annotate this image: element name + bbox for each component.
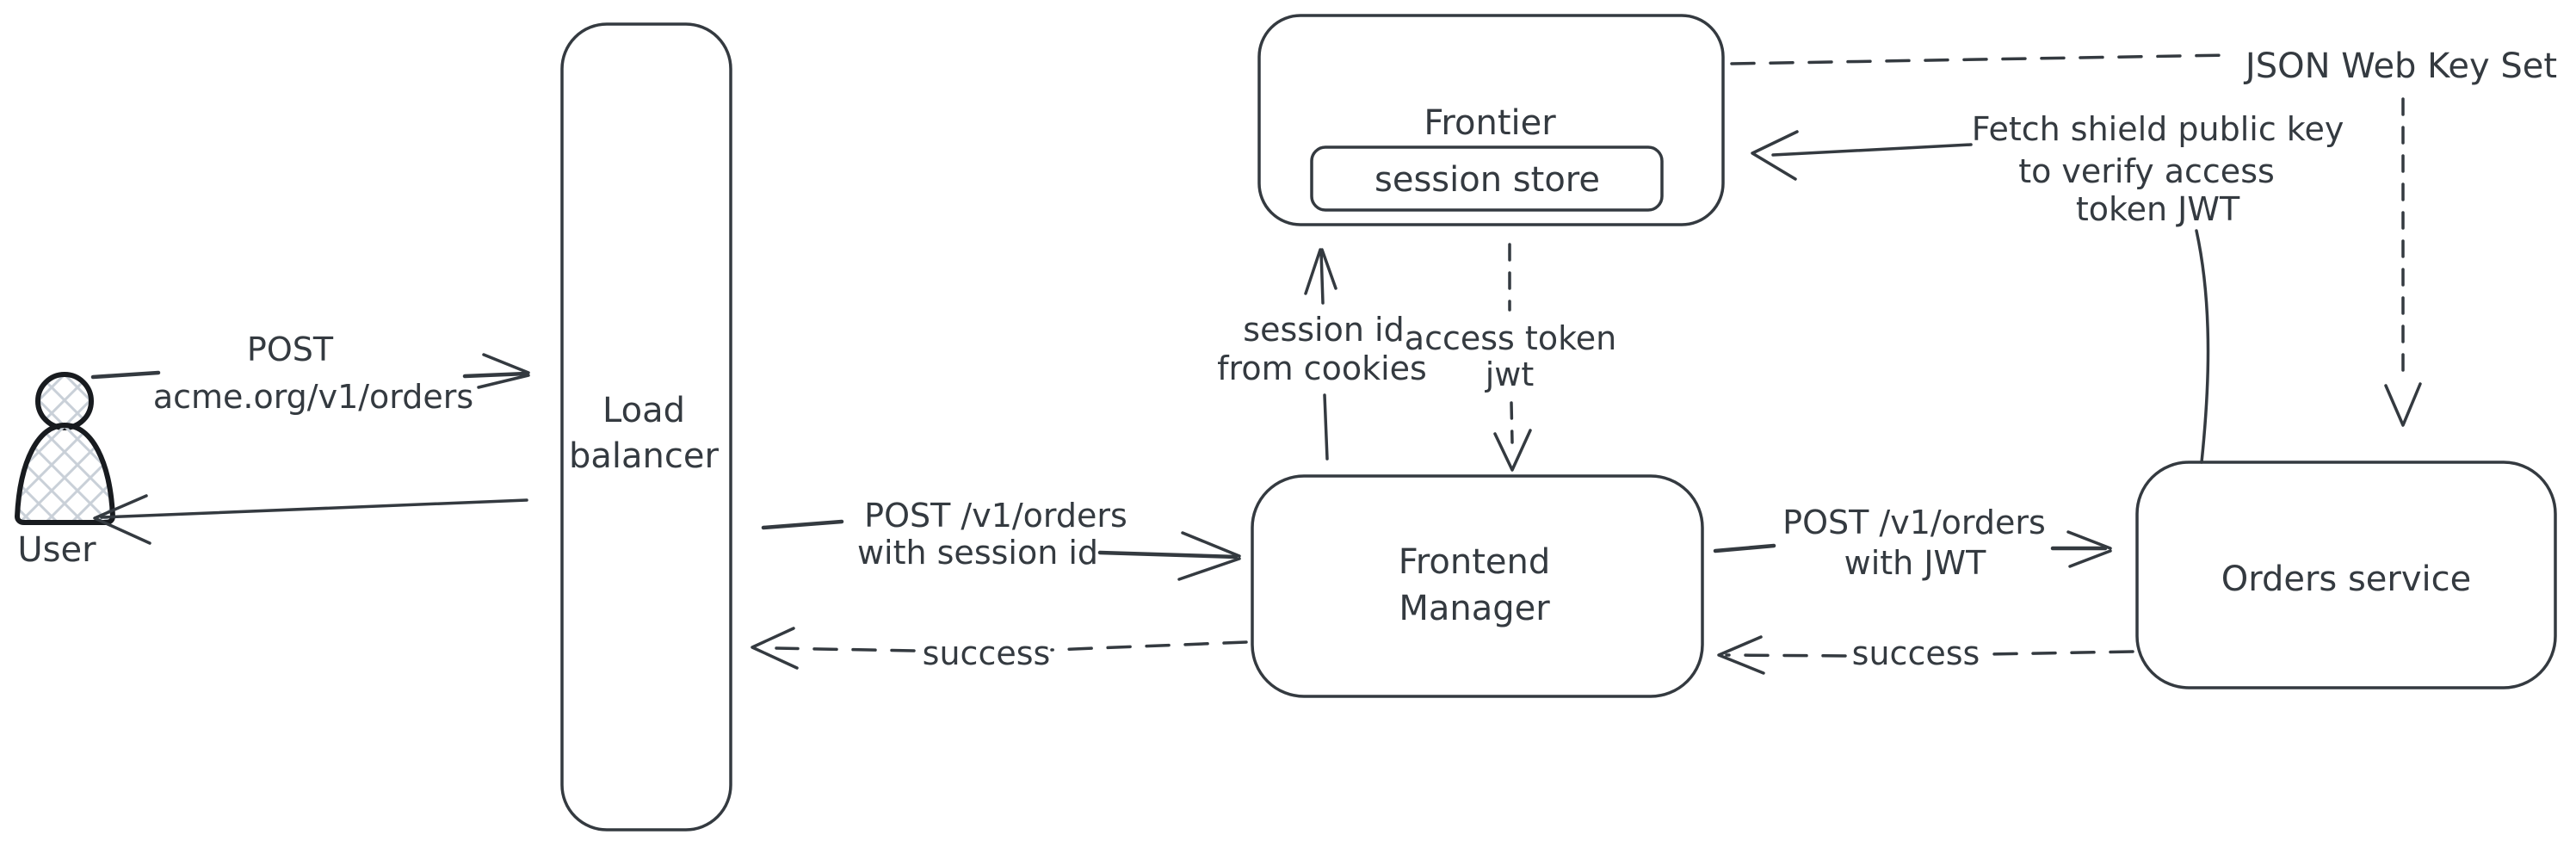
edge-label-line1: POST /v1/orders (1782, 504, 2046, 541)
edge-label-line1: Fetch shield public key (1972, 110, 2344, 148)
arrowhead-left-icon (1751, 130, 1799, 181)
node-load-balancer[interactable]: Load balancer (560, 22, 732, 832)
session-store-box (1310, 145, 1664, 212)
user-icon-body (15, 423, 115, 525)
edge-label-line1: access token (1405, 319, 1616, 357)
edge-line-dashed (1510, 401, 1514, 444)
edge-line (2195, 229, 2210, 464)
edge-orders-service-to-frontend-manager-success[interactable]: success (1717, 634, 2134, 675)
user-label: User (17, 530, 96, 570)
edge-line (1713, 543, 1776, 553)
edge-line-dashed (775, 646, 916, 652)
arrowhead-right-icon (477, 353, 530, 389)
load-balancer-label-line2: balancer (569, 436, 719, 476)
edge-label-line3: token JWT (2076, 190, 2240, 228)
node-user[interactable]: User (15, 372, 115, 570)
orders-service-label: Orders service (2221, 560, 2472, 599)
node-session-store[interactable]: session store (1310, 145, 1664, 212)
edge-label-line2: acme.org/v1/orders (153, 378, 473, 416)
edge-jwks-to-orders-service[interactable] (2384, 97, 2422, 427)
edge-label: success (1852, 634, 1980, 672)
edge-orders-service-to-frontier-fetch[interactable]: Fetch shield public key to verify access… (1751, 110, 2344, 464)
edge-line-dashed (1050, 640, 1248, 652)
edge-line (100, 498, 528, 519)
arrowhead-down-icon (2384, 382, 2422, 427)
edge-label-line2: with JWT (1844, 544, 1986, 582)
edge-label-line1: session id (1243, 311, 1404, 349)
edge-label-line1: POST (247, 331, 334, 368)
edge-line (462, 371, 529, 379)
node-frontend-manager[interactable]: Frontend Manager (1251, 474, 1704, 698)
arrowhead-right-icon (1177, 531, 1241, 581)
orders-service-box (2135, 461, 2557, 689)
jwks-label: JSON Web Key Set (2243, 46, 2557, 86)
edge-line (1323, 393, 1329, 461)
load-balancer-box (560, 22, 732, 832)
edge-load-balancer-to-user[interactable] (93, 494, 528, 545)
edge-label-line2: with session id (857, 534, 1098, 572)
edge-load-balancer-to-frontend-manager[interactable]: POST /v1/orders with session id (761, 497, 1241, 581)
edge-line (1097, 550, 1239, 560)
session-store-label: session store (1374, 160, 1600, 200)
edge-label: success (923, 634, 1051, 672)
arrowhead-left-icon (93, 494, 151, 545)
edge-frontier-to-jwks[interactable]: JSON Web Key Set (1730, 46, 2557, 86)
edge-label-line2: from cookies (1217, 349, 1427, 387)
arrowhead-left-icon (1717, 635, 1765, 675)
frontier-label: Frontier (1424, 103, 1556, 143)
frontend-manager-box (1251, 474, 1704, 698)
node-orders-service[interactable]: Orders service (2135, 461, 2557, 689)
edge-frontend-manager-to-load-balancer-success[interactable]: success (751, 627, 1248, 672)
edge-line (761, 519, 844, 530)
edge-frontend-manager-to-frontier-session[interactable]: session id from cookies (1217, 248, 1427, 461)
load-balancer-label-line1: Load (602, 391, 685, 430)
edge-label-line2: jwt (1485, 355, 1535, 393)
edge-frontier-to-frontend-manager-token[interactable]: access token jwt (1405, 243, 1616, 472)
edge-line-dashed (1725, 653, 1847, 658)
edge-label-line2: to verify access (2018, 152, 2275, 190)
user-icon (35, 372, 94, 430)
edge-user-to-load-balancer[interactable]: POST acme.org/v1/orders (90, 331, 530, 416)
frontend-manager-label-line2: Manager (1399, 589, 1550, 628)
edge-line (90, 370, 161, 380)
edge-line (1771, 143, 1973, 157)
arrowhead-left-icon (751, 627, 799, 670)
arrowhead-up-icon (1304, 248, 1337, 295)
arrowhead-down-icon (1493, 429, 1532, 472)
arrowhead-right-icon (2066, 530, 2112, 568)
frontend-manager-label-line1: Frontend (1399, 542, 1551, 582)
edge-label-line1: POST /v1/orders (864, 497, 1127, 535)
edge-frontend-manager-to-orders-service[interactable]: POST /v1/orders with JWT (1713, 504, 2112, 582)
edge-line (1319, 250, 1325, 305)
edge-line-dashed (1986, 650, 2134, 656)
edge-line-dashed (1730, 53, 2231, 65)
